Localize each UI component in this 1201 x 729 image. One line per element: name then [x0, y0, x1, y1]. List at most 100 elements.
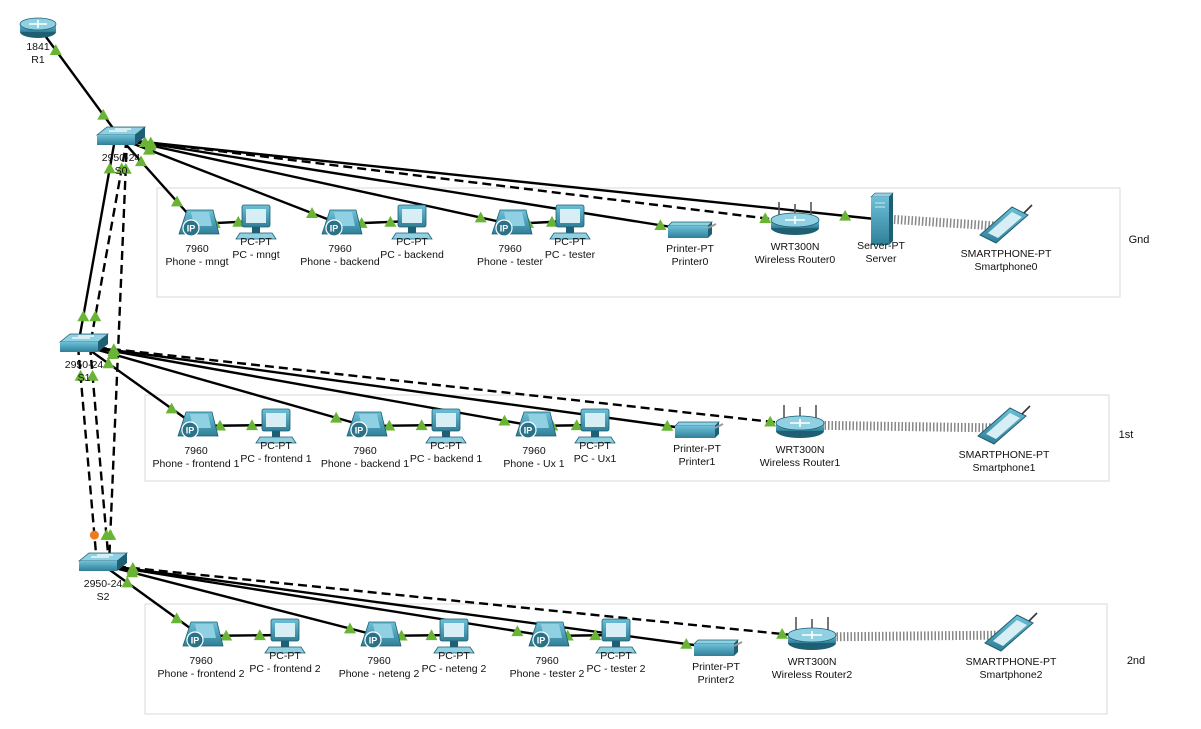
port-status-up — [107, 343, 120, 355]
device-model-label: 2950-24 — [102, 152, 141, 164]
link-s2-ph-frontend2[interactable] — [102, 564, 202, 637]
port-status-up — [474, 211, 487, 223]
device-model-label: 7960 — [184, 445, 208, 457]
port-status-up — [384, 215, 397, 227]
device-model-label: 7960 — [535, 655, 559, 667]
device-name-label: S2 — [97, 591, 110, 603]
device-model-label: 2950-24 — [84, 578, 123, 590]
device-model-label: PC-PT — [438, 650, 470, 662]
device-model-label: Printer-PT — [666, 243, 714, 255]
link-s0-ph-tester[interactable] — [120, 137, 511, 226]
link-s1-ph-frontend1[interactable] — [83, 345, 197, 427]
area-label-first: 1st — [1119, 429, 1134, 441]
port-status-up — [134, 155, 147, 167]
device-name-label: PC - mngt — [232, 249, 279, 261]
link-s2-ph-tester2[interactable] — [102, 563, 548, 638]
link-s0-printer0[interactable] — [120, 137, 691, 232]
link-wr1-sp1[interactable] — [799, 420, 1005, 433]
link-s0-wr0[interactable] — [120, 137, 796, 224]
link-s1-wr1[interactable] — [83, 344, 801, 427]
area-gnd[interactable] — [156, 187, 1121, 298]
device-name-label: PC - backend — [380, 249, 444, 261]
link-s1-ph-backend1[interactable] — [83, 344, 366, 428]
ip-phone-glyph: IP — [187, 224, 196, 234]
switch-icon — [58, 333, 110, 352]
port-status-up — [839, 209, 852, 221]
device-model-label: PC-PT — [240, 236, 272, 248]
device-model-label: PC-PT — [579, 440, 611, 452]
device-name-label: PC - Ux1 — [574, 453, 617, 465]
link-wr2-sp2[interactable] — [811, 630, 1012, 642]
device-model-label: Server-PT — [857, 240, 905, 252]
port-status-up — [119, 162, 132, 174]
device-model-label: WRT300N — [788, 656, 837, 668]
smartphone-icon — [984, 612, 1038, 652]
link-r1-s0[interactable] — [37, 25, 122, 140]
device-name-label: Phone - tester 2 — [510, 668, 585, 680]
switch-icon — [77, 552, 129, 571]
phone-icon: IP — [178, 209, 220, 237]
link-s1-s2[interactable] — [88, 345, 111, 566]
device-name-label: Phone - mngt — [165, 256, 228, 268]
device-name-label: Wireless Router0 — [755, 254, 836, 266]
link-s0-ph-backend[interactable] — [120, 137, 341, 226]
phone-icon: IP — [528, 621, 570, 649]
link-s0-ph-mngt[interactable] — [120, 138, 198, 225]
pc-icon — [255, 408, 297, 444]
wireless-icon — [770, 202, 820, 235]
device-name-label: Printer2 — [698, 674, 735, 686]
port-status-up — [232, 215, 245, 227]
link-s0-server[interactable] — [114, 137, 876, 221]
device-model-label: 7960 — [328, 243, 352, 255]
port-status-up — [776, 627, 789, 639]
port-status-up — [498, 414, 511, 426]
device-model-label: SMARTPHONE-PT — [966, 656, 1057, 668]
port-status-up — [77, 310, 90, 322]
device-name-label: Phone - frontend 2 — [158, 668, 245, 680]
link-s2-ph-neteng2[interactable] — [102, 563, 380, 638]
link-s2-wr2[interactable] — [102, 563, 813, 639]
device-name-label: Phone - backend — [300, 256, 380, 268]
link-s0-s1[interactable] — [76, 138, 117, 347]
port-status-up — [306, 207, 319, 218]
device-name-label: PC - frontend 1 — [240, 453, 311, 465]
links-layer — [37, 25, 1013, 650]
pc-icon — [235, 204, 277, 240]
link-s1-s2[interactable] — [76, 345, 99, 566]
port-status-up — [759, 212, 772, 224]
port-status-up — [343, 622, 356, 634]
